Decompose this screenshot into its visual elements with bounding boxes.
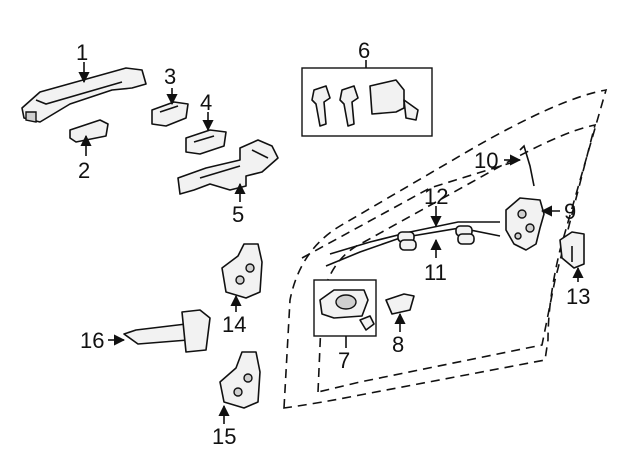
handle-gasket-part <box>185 129 227 155</box>
lock-cables <box>325 221 501 267</box>
callout-labels: 1 2 3 4 5 6 7 8 9 10 11 12 13 14 15 16 <box>76 38 590 449</box>
callout-13: 13 <box>566 284 590 309</box>
callout-9: 9 <box>564 199 576 224</box>
lower-hinge-part <box>219 351 261 409</box>
leader-lines <box>78 60 584 424</box>
lock-cylinder-key-set <box>301 67 433 137</box>
callout-12: 12 <box>424 184 448 209</box>
handle-frame-part <box>177 139 279 195</box>
handle-pad-part <box>151 101 189 127</box>
callout-3: 3 <box>164 64 176 89</box>
inside-handle-set <box>313 279 377 337</box>
lock-actuator-part <box>505 197 545 251</box>
upper-hinge-part <box>221 243 263 299</box>
callout-14: 14 <box>222 312 246 337</box>
handle-cap-part <box>69 119 109 143</box>
callout-10: 10 <box>474 148 498 173</box>
callout-11: 11 <box>424 260 447 285</box>
lock-rod-part <box>519 144 535 187</box>
callout-7: 7 <box>338 348 350 373</box>
door-outline <box>283 88 608 409</box>
callout-1: 1 <box>76 40 88 65</box>
striker-part <box>559 231 585 269</box>
callout-5: 5 <box>232 202 244 227</box>
callout-8: 8 <box>392 332 404 357</box>
callout-15: 15 <box>212 424 236 449</box>
callout-4: 4 <box>200 90 212 115</box>
callout-2: 2 <box>78 158 90 183</box>
callout-6: 6 <box>358 38 370 63</box>
door-check-part <box>123 309 211 353</box>
handle-bezel-part <box>385 293 415 315</box>
outer-handle-part <box>21 67 147 123</box>
callout-16: 16 <box>80 328 104 353</box>
